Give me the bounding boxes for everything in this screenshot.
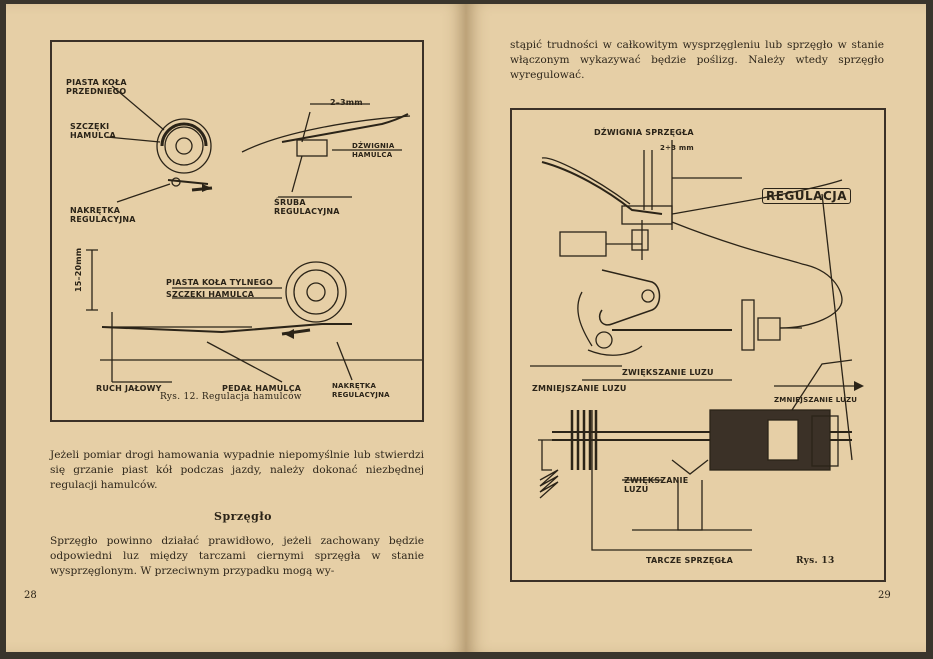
- figure-caption: Rys. 12. Regulacja hamulców: [160, 392, 302, 402]
- brake-diagram-drawing: [86, 85, 422, 383]
- label-decrease-play-right: ZMNIEJSZANIE LUZU: [774, 396, 858, 404]
- label-gap-clutch: 2÷3 mm: [660, 144, 694, 152]
- section-heading-clutch: Sprzęgło: [214, 510, 272, 523]
- front-hub-inner: [164, 126, 204, 166]
- page-number: 29: [878, 590, 891, 601]
- label-clutch-lever: DŹWIGNIA SPRZĘGŁA: [594, 128, 694, 137]
- label-increase-play: ZWIĘKSZANIE LUZU: [622, 368, 714, 377]
- figure-brake-adjustment: PIASTA KOŁA PRZEDNIEGO SZCZĘKI HAMULCA N…: [50, 40, 424, 422]
- label-front-hub: PIASTA KOŁA PRZEDNIEGO: [66, 78, 127, 96]
- label-adjustment: REGULACJA: [762, 188, 852, 204]
- left-page: PIASTA KOŁA PRZEDNIEGO SZCZĘKI HAMULCA N…: [6, 4, 466, 652]
- label-rear-adjusting-nut: NAKRĘTKA REGULACYJNA: [332, 382, 390, 399]
- label-idle-travel: RUCH JAŁOWY: [96, 384, 162, 393]
- paragraph-continued: stąpić trudności w całkowitym wysprzęgle…: [510, 39, 884, 81]
- page-number: 28: [24, 590, 37, 601]
- label-increase-play-bottom: ZWIĘKSZANIE LUZU: [624, 476, 689, 494]
- label-rear-hub: PIASTA KOŁA TYLNEGO: [166, 278, 274, 287]
- label-rear-brake-shoes: SZCZĘKI HAMULCA: [166, 290, 255, 299]
- label-decrease-play: ZMNIEJSZANIE LUZU: [532, 384, 627, 393]
- label-adjusting-nut: NAKRĘTKA REGULACYJNA: [70, 206, 136, 224]
- clutch-diagram-drawing: [530, 140, 864, 551]
- label-pedal-travel: 15–20mm: [74, 247, 83, 292]
- label-brake-shoes: SZCZĘKI HAMULCA: [70, 122, 116, 140]
- label-brake-pedal: PEDAŁ HAMULCA: [222, 384, 302, 393]
- right-page: stąpić trudności w całkowitym wysprzęgle…: [466, 4, 926, 652]
- paragraph-clutch: Sprzęgło powinno działać prawidłowo, jeż…: [50, 535, 424, 577]
- label-gap-front: 2–3mm: [330, 98, 363, 107]
- figure-clutch-adjustment: DŹWIGNIA SPRZĘGŁA 2÷3 mm REGULACJA ZWIĘK…: [510, 108, 886, 582]
- label-brake-lever: DŹWIGNIA HAMULCA: [352, 142, 395, 159]
- front-hub-outer: [156, 118, 212, 174]
- label-clutch-discs: TARCZE SPRZĘGŁA: [646, 556, 734, 565]
- label-adjusting-screw: ŚRUBA REGULACYJNA: [274, 198, 340, 216]
- figure-caption: Rys. 13: [796, 556, 835, 566]
- paragraph-brakes: Jeżeli pomiar drogi hamowania wypadnie n…: [50, 449, 424, 491]
